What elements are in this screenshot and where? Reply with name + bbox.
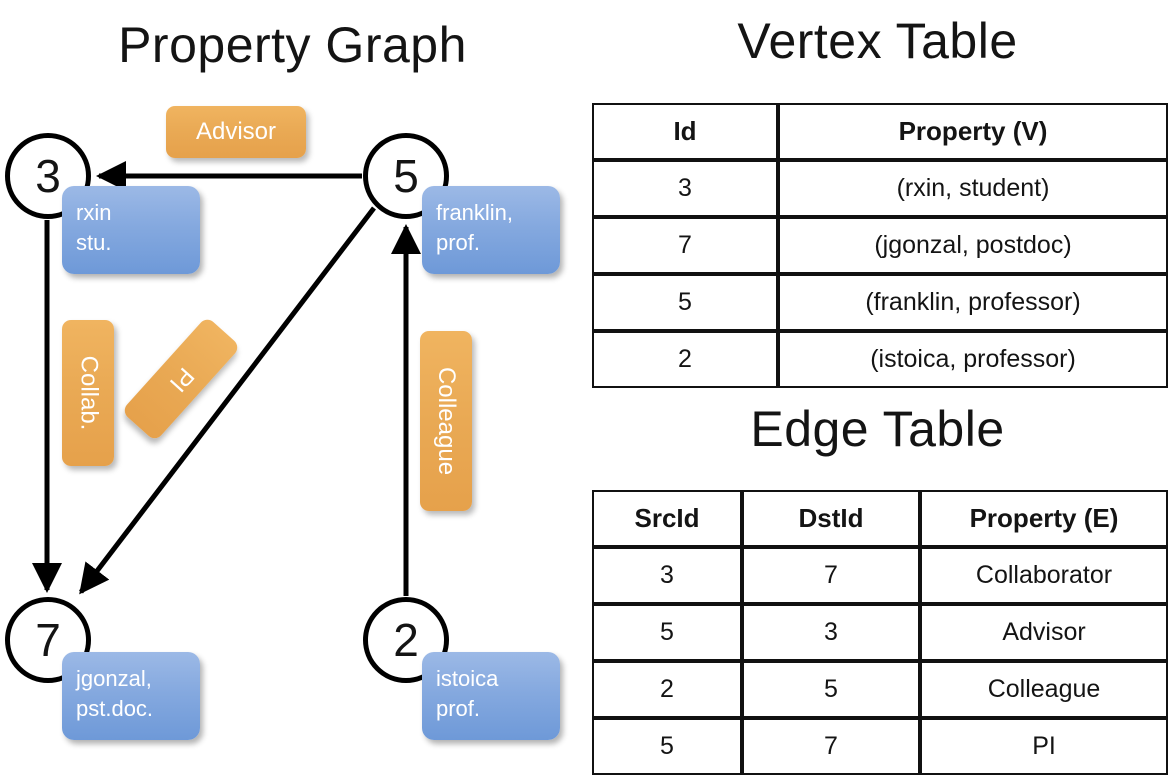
table-row[interactable]: 3 (rxin, student) <box>592 160 1168 217</box>
cell-id: 7 <box>592 217 778 274</box>
vertex-property-line2: prof. <box>436 230 481 255</box>
vertex-property-line1: rxin <box>76 200 112 225</box>
cell-id: 2 <box>592 331 778 388</box>
column-header-dstid: DstId <box>742 490 920 547</box>
cell-srcid: 2 <box>592 661 742 718</box>
cell-dstid: 7 <box>742 547 920 604</box>
page-title-edge-table: Edge Table <box>750 401 1005 457</box>
column-header-srcid: SrcId <box>592 490 742 547</box>
cell-id: 5 <box>592 274 778 331</box>
table-row[interactable]: 2 (istoica, professor) <box>592 331 1168 388</box>
vertex-property-line1: franklin, <box>436 200 514 225</box>
cell-dstid: 7 <box>742 718 920 775</box>
table-row[interactable]: 7 (jgonzal, postdoc) <box>592 217 1168 274</box>
vertex-table: Id Property (V) 3 (rxin, student) 7 (jgo… <box>592 103 1168 388</box>
edge-label-collab: Collab. <box>62 320 114 466</box>
table-header-row: SrcId DstId Property (E) <box>592 490 1168 547</box>
page-title-property-graph: Property Graph <box>118 17 467 73</box>
table-header-row: Id Property (V) <box>592 103 1168 160</box>
column-header-property-e: Property (E) <box>920 490 1168 547</box>
table-row[interactable]: 5 7 PI <box>592 718 1168 775</box>
edge-label-text: Collab. <box>75 355 102 431</box>
vertex-property-box-3: rxin stu. <box>62 186 200 274</box>
edge-table: SrcId DstId Property (E) 3 7 Collaborato… <box>592 490 1168 775</box>
cell-property: (jgonzal, postdoc) <box>778 217 1168 274</box>
table-row[interactable]: 3 7 Collaborator <box>592 547 1168 604</box>
cell-srcid: 5 <box>592 604 742 661</box>
vertex-property-line2: stu. <box>76 230 112 255</box>
cell-srcid: 5 <box>592 718 742 775</box>
property-graph-panel: Property Graph 3 5 7 2 rxin stu. frankli… <box>0 0 585 760</box>
vertex-property-line2: prof. <box>436 696 481 721</box>
cell-property: Advisor <box>920 604 1168 661</box>
table-row[interactable]: 5 3 Advisor <box>592 604 1168 661</box>
vertex-property-box-2: istoica prof. <box>422 652 560 740</box>
vertex-node-2[interactable]: 2 <box>363 597 449 683</box>
column-header-id: Id <box>592 103 778 160</box>
vertex-property-line1: istoica <box>436 666 499 691</box>
cell-id: 3 <box>592 160 778 217</box>
cell-property: Colleague <box>920 661 1168 718</box>
table-row[interactable]: 5 (franklin, professor) <box>592 274 1168 331</box>
vertex-property-box-5: franklin, prof. <box>422 186 560 274</box>
edge-label-text: PI <box>163 361 199 397</box>
graph-edges-svg <box>32 161 421 596</box>
cell-dstid: 3 <box>742 604 920 661</box>
vertex-property-line2: pst.doc. <box>76 696 154 721</box>
edge-label-text: Advisor <box>195 118 277 145</box>
cell-property: PI <box>920 718 1168 775</box>
cell-dstid: 5 <box>742 661 920 718</box>
cell-property: Collaborator <box>920 547 1168 604</box>
edge-label-text: Colleague <box>433 366 460 476</box>
column-header-property-v: Property (V) <box>778 103 1168 160</box>
cell-property: (rxin, student) <box>778 160 1168 217</box>
vertex-node-5[interactable]: 5 <box>363 133 449 219</box>
cell-property: (franklin, professor) <box>778 274 1168 331</box>
page-title-vertex-table: Vertex Table <box>737 13 1018 69</box>
edge-label-advisor: Advisor <box>166 106 306 158</box>
vertex-property-line1: jgonzal, <box>76 666 152 691</box>
edge-5-to-7 <box>79 206 376 595</box>
cell-srcid: 3 <box>592 547 742 604</box>
edge-label-colleague: Colleague <box>420 331 472 511</box>
table-row[interactable]: 2 5 Colleague <box>592 661 1168 718</box>
cell-property: (istoica, professor) <box>778 331 1168 388</box>
vertex-property-box-7: jgonzal, pst.doc. <box>62 652 200 740</box>
